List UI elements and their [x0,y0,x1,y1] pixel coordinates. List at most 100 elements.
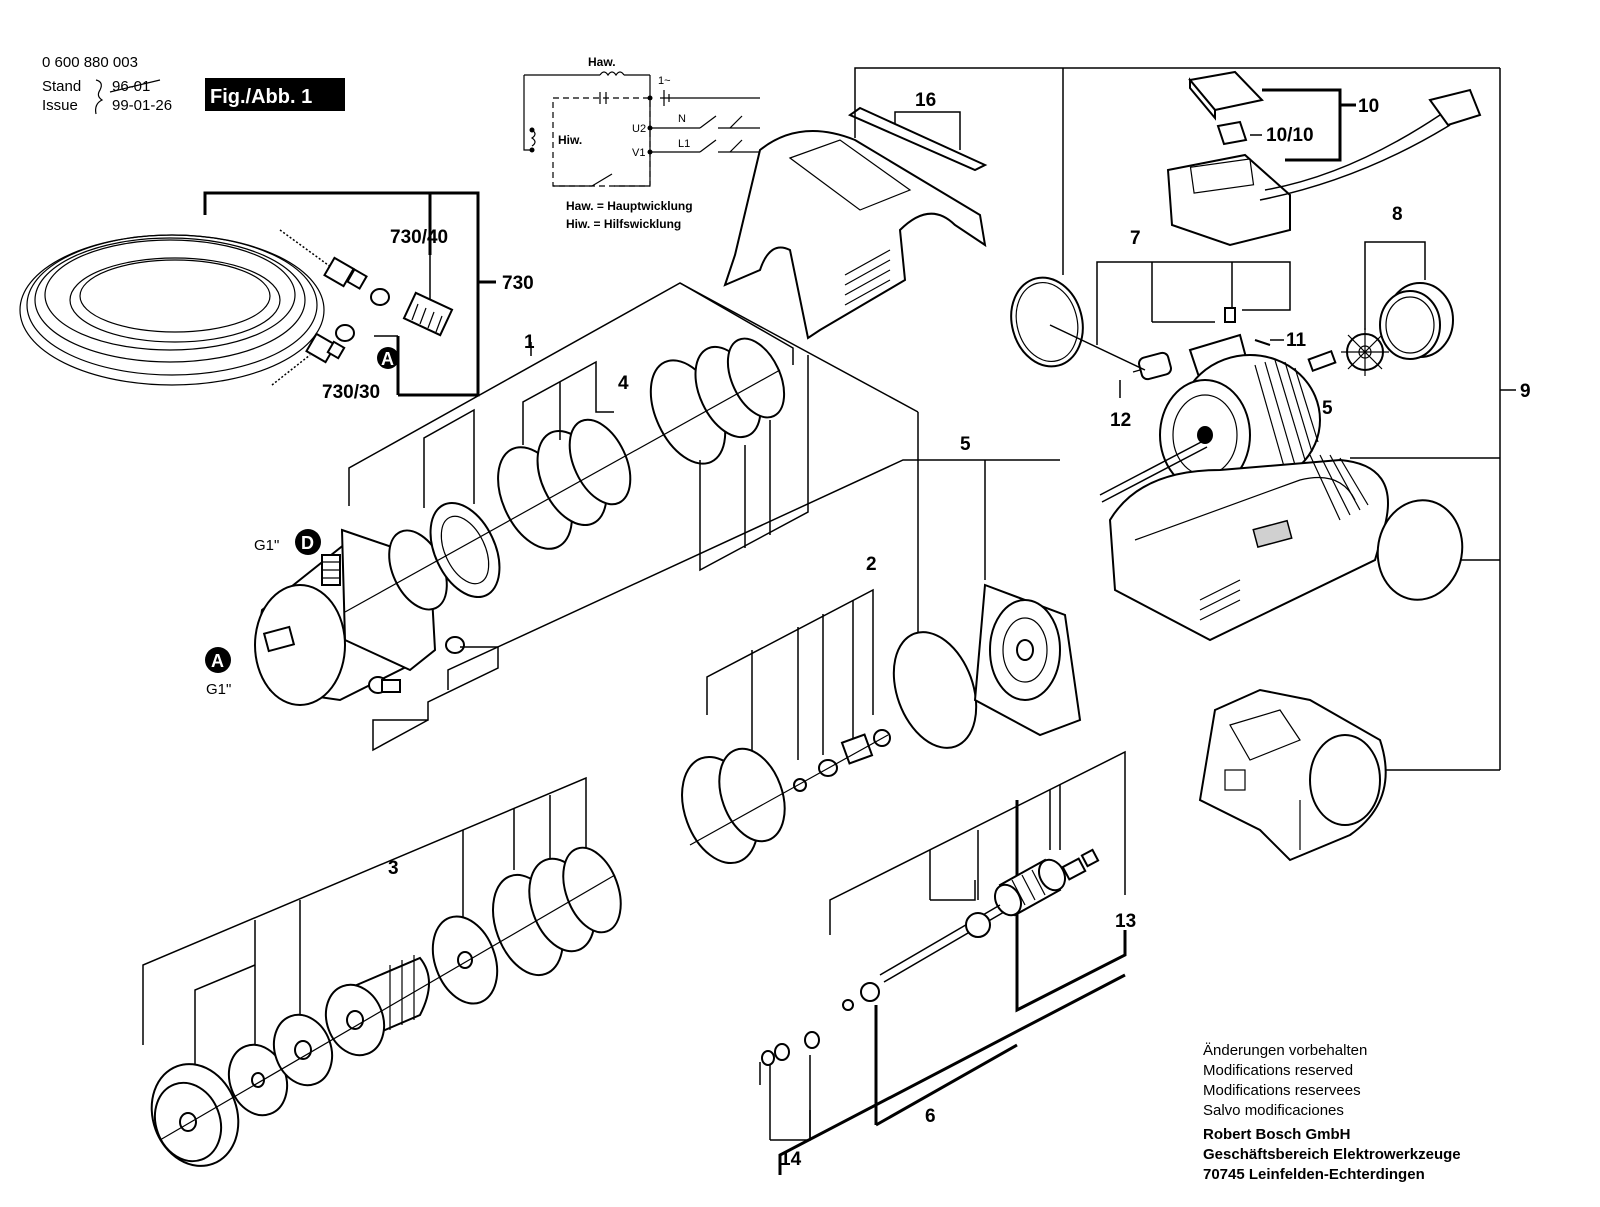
note-en: Modifications reserved [1203,1062,1353,1079]
callout-2: 2 [866,554,877,575]
motor-flange-group: 5 [447,434,1082,749]
bracket-5-lower [447,459,1060,690]
seal-ring-730-30 [335,324,355,342]
power-cable [1264,114,1441,191]
bracket-6 [778,973,1126,1175]
aux-circuit-box [552,97,651,187]
brace-mark [95,79,104,115]
bracket-8 [1364,241,1426,330]
motor-stator [1159,354,1321,491]
callout-730: 730 [502,273,534,294]
callout-9: 9 [1520,381,1531,402]
seal-ring [370,288,390,306]
bracket-4 [522,360,614,445]
rotor-bearing [965,912,991,938]
screw-small [1224,307,1236,323]
callout-6: 6 [925,1106,936,1127]
wiring-v1-label: V1 [632,147,645,159]
badge-d [295,529,321,555]
wiring-legend-haw: Haw. = Hauptwicklung [566,199,693,213]
document-header: 0 600 880 003 Stand Issue 96-01 99-01-26… [42,54,345,115]
wiring-diagram: Haw. 1~ Hiw. U2 V1 N L1 Haw. = Hauptwick… [523,55,760,231]
callout-730-30: 730/30 [322,382,380,403]
stage-1-parts [388,337,786,611]
callout-10: 10 [1358,96,1379,117]
callout-12: 12 [1110,410,1131,431]
motor-housing-9: 9 [854,67,1531,862]
badge-a-upper-text: A [381,349,394,369]
capacitor-12 [1132,351,1172,381]
g1-label-bottom: G1" [206,681,231,698]
motor-group: 7 11 12 5 [1010,67,1500,503]
callout-11: 11 [1286,330,1307,351]
fan-8 [1341,328,1389,376]
figure-label-box [205,78,345,111]
bracket-stage-1-outer [699,355,809,572]
callout-1: 1 [524,332,535,353]
stand-label: Stand [42,78,81,95]
foot-base [1198,688,1387,862]
issue-value: 99-01-26 [112,97,172,114]
callout-8: 8 [1392,204,1403,225]
cover-16: 16 [723,90,988,340]
wiring-legend-hiw: Hiw. = Hilfswicklung [566,217,681,231]
bracket-3-inner [194,964,256,1090]
bracket-13 [829,750,1126,935]
note-es: Salvo modificaciones [1203,1102,1344,1119]
callout-14: 14 [780,1149,802,1170]
bracket-7 [1096,261,1291,345]
hose-coil [44,239,296,351]
flange-seal-ring [892,631,978,749]
callout-7: 7 [1130,228,1141,249]
callout-5-lower: 5 [960,434,971,455]
wiring-l1-label: L1 [678,138,690,150]
part-number: 0 600 880 003 [42,54,138,71]
company-address: 70745 Leinfelden-Echterdingen [1203,1166,1425,1183]
footer-notes: Änderungen vorbehalten Modifications res… [1203,1042,1461,1183]
badge-d-text: D [301,533,314,553]
wiring-hiw-label: Hiw. [558,133,582,147]
callout-4: 4 [618,373,629,394]
hose-fitting-lower [305,332,346,364]
bracket-10 [1262,88,1342,162]
badge-a-lower [205,647,231,673]
badge-a-upper [377,347,399,369]
note-de: Änderungen vorbehalten [1203,1042,1367,1059]
callout-16: 16 [915,90,936,111]
switch-cover-pad [1188,70,1264,112]
aux-winding-coil [530,129,536,147]
hose-bracket [203,191,480,397]
badge-a-lower-text: A [211,651,224,671]
stage-3-end-cap [150,1063,240,1167]
stage-3-parts: 3 [142,776,622,1167]
stage-1-axis [344,369,781,613]
callout-730-40: 730/40 [390,227,448,248]
end-cover-disc [1376,499,1464,601]
stage-2-parts: 2 [681,554,891,865]
power-plug [1428,88,1482,127]
fan-cover-ring [1379,282,1454,360]
callout-13: 13 [1115,911,1136,932]
bracket-14 [770,1110,811,1141]
company-division: Geschäftsbereich Elektrowerkzeuge [1203,1146,1461,1163]
switch-housing [1166,153,1291,247]
fan-screw [1307,349,1337,373]
strike-mark [109,79,161,93]
retaining-ring [1010,276,1084,368]
suction-strainer [402,291,454,337]
bracket-16 [894,111,961,150]
stage-3-diffuser [324,955,430,1057]
company-name: Robert Bosch GmbH [1203,1126,1351,1143]
motor-housing [1108,458,1389,642]
bracket-9-top [854,67,1063,138]
rotor [994,848,1100,917]
switch-assembly-10: 10 10/10 [1166,70,1482,247]
callout-10-10: 10/10 [1266,125,1314,146]
pump-housing-group: 1 D G1" A G1" [205,282,919,752]
wiring-n-label: N [678,113,686,125]
switch-button [1216,120,1248,146]
main-winding-coil [599,71,625,77]
bracket-3 [142,776,587,1045]
screw-bracket [372,646,499,752]
